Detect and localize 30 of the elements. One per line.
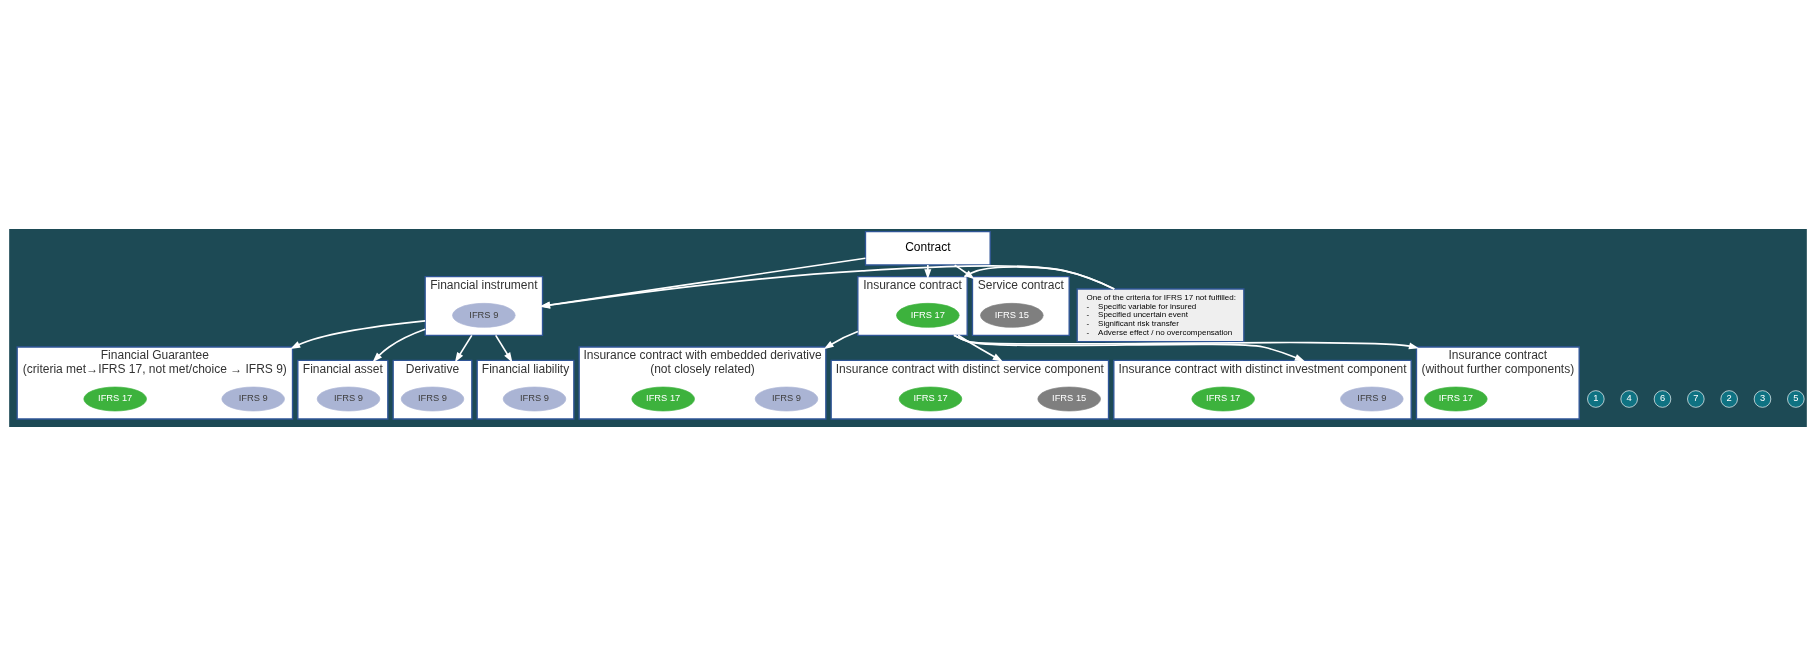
node-ellipse: IFRS 17 bbox=[896, 302, 960, 328]
node-circle: 7 bbox=[1687, 389, 1705, 408]
node-ellipse: IFRS 17 bbox=[1191, 386, 1255, 411]
node-circle: 2 bbox=[1720, 389, 1738, 408]
node-ellipse: IFRS 17 bbox=[898, 386, 963, 411]
node-ellipse: IFRS 9 bbox=[316, 386, 381, 411]
node-ellipse: IFRS 9 bbox=[221, 386, 285, 411]
arrow bbox=[494, 334, 513, 362]
node-ellipse: IFRS 15 bbox=[980, 302, 1044, 328]
node-ellipse: IFRS 17 bbox=[1424, 386, 1488, 411]
node-ellipse: IFRS 15 bbox=[1037, 386, 1101, 411]
arrow bbox=[957, 334, 1003, 362]
node-box: Contract bbox=[864, 230, 991, 266]
arrow bbox=[823, 330, 859, 349]
node-ellipse: IFRS 9 bbox=[502, 386, 567, 411]
node-circle: 1 bbox=[1587, 389, 1605, 408]
node-ellipse: IFRS 9 bbox=[400, 386, 465, 411]
node-ellipse: IFRS 9 bbox=[1340, 386, 1404, 411]
arrow bbox=[372, 327, 426, 362]
node-circle: 4 bbox=[1620, 389, 1638, 408]
node-ellipse: IFRS 17 bbox=[83, 386, 147, 411]
node-ellipse: IFRS 9 bbox=[452, 302, 516, 328]
node-ellipse: IFRS 9 bbox=[754, 386, 819, 411]
node-circle: 3 bbox=[1753, 389, 1772, 408]
arrow bbox=[290, 319, 426, 349]
node-circle: 6 bbox=[1653, 389, 1672, 408]
arrow bbox=[953, 334, 1419, 349]
arrow bbox=[454, 334, 473, 362]
node-ellipse: IFRS 17 bbox=[631, 386, 695, 411]
node-circle: 5 bbox=[1787, 389, 1805, 408]
